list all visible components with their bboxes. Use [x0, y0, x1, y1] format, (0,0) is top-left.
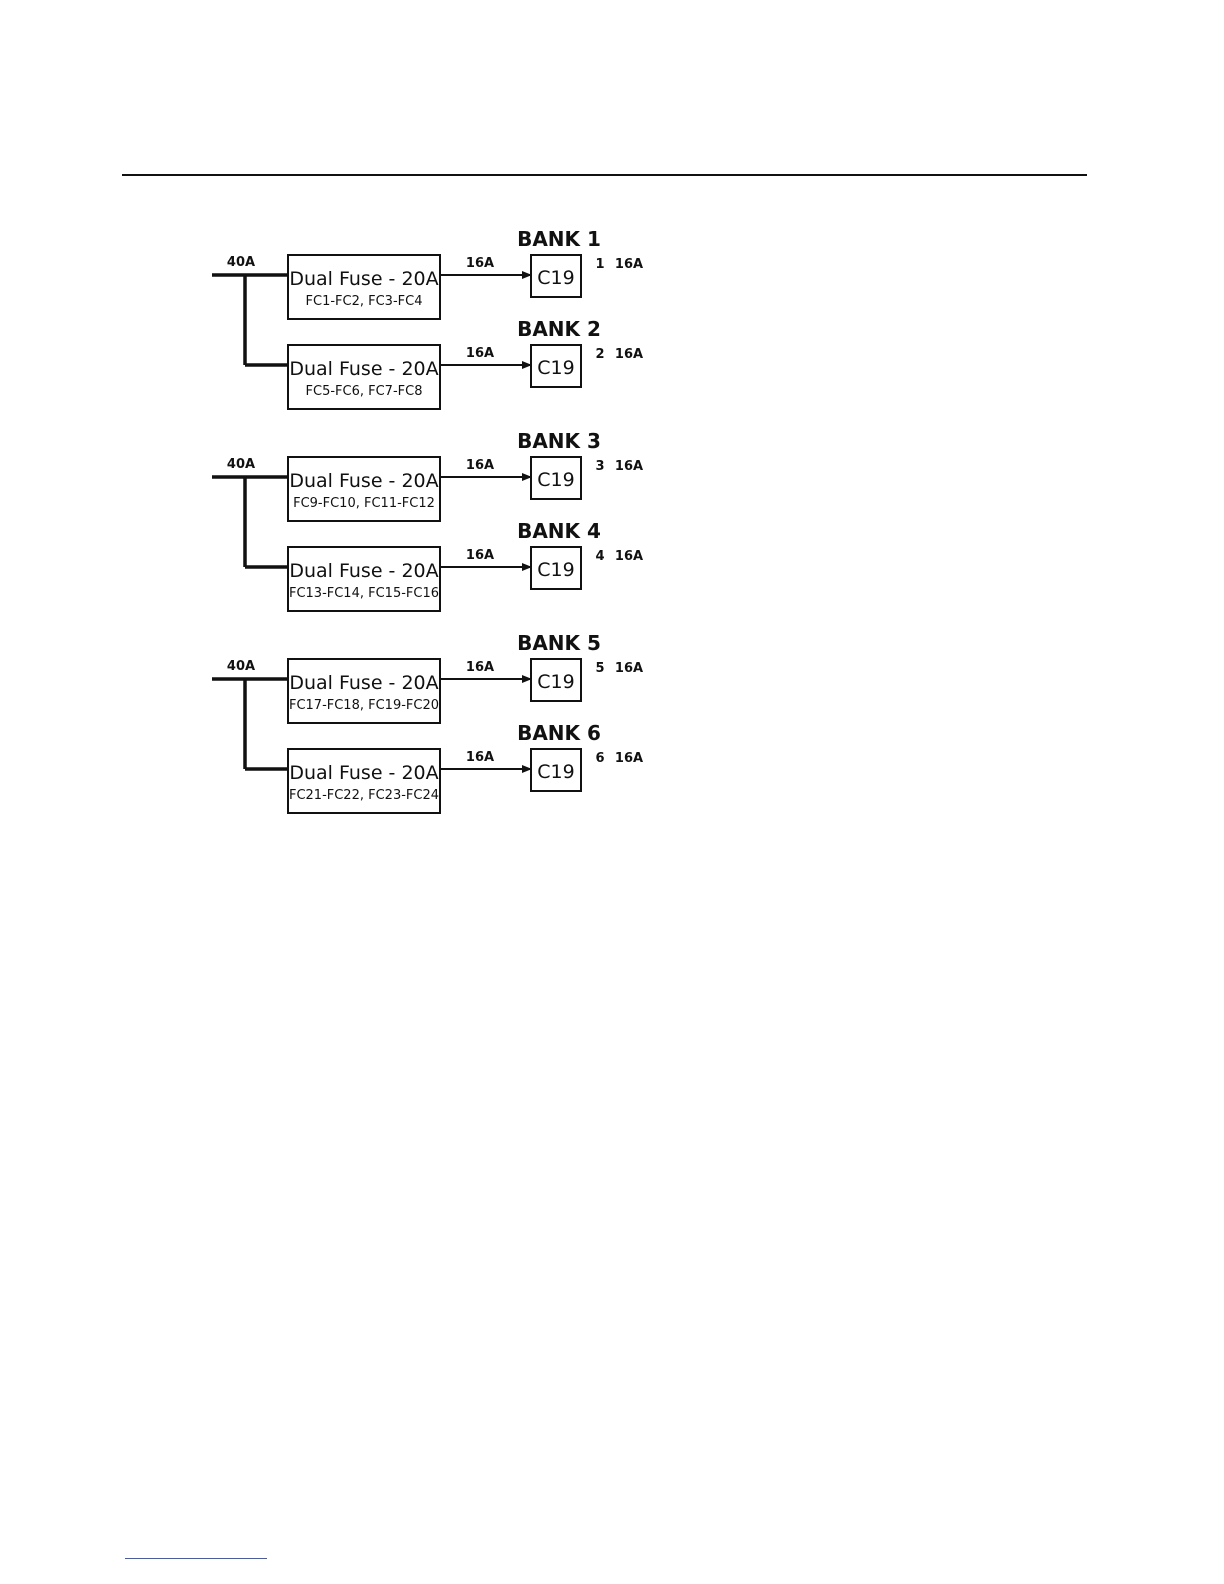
branch-rating-label: 16A [466, 548, 494, 563]
fuse-circuits: FC13-FC14, FC15-FC16 [289, 586, 439, 601]
fuse-title: Dual Fuse - 20A [289, 762, 438, 784]
fuse-circuits: FC1-FC2, FC3-FC4 [306, 294, 423, 309]
outlet-box [530, 254, 582, 298]
fuse-box [287, 344, 441, 410]
outlet-number: 5 [595, 661, 604, 676]
outlet-rating: 16A [615, 549, 643, 564]
outlet-type: C19 [537, 559, 574, 581]
branch-rating-label: 16A [466, 458, 494, 473]
outlet-box [530, 344, 582, 388]
branch-rating-label: 16A [466, 256, 494, 271]
top-rule [122, 174, 1087, 176]
outlet-type: C19 [537, 761, 574, 783]
input-rating-label: 40A [227, 457, 255, 472]
bank-label: BANK 5 [517, 631, 601, 655]
fuse-title: Dual Fuse - 20A [289, 470, 438, 492]
branch-rating-label: 16A [466, 346, 494, 361]
fuse-box [287, 456, 441, 522]
outlet-number: 1 [595, 257, 604, 272]
outlet-type: C19 [537, 357, 574, 379]
fuse-circuits: FC9-FC10, FC11-FC12 [293, 496, 435, 511]
bank-label: BANK 1 [517, 227, 601, 251]
fuse-title: Dual Fuse - 20A [289, 358, 438, 380]
outlet-box [530, 456, 582, 500]
input-rating-label: 40A [227, 255, 255, 270]
input-rating-label: 40A [227, 659, 255, 674]
outlet-type: C19 [537, 469, 574, 491]
fuse-circuits: FC17-FC18, FC19-FC20 [289, 698, 439, 713]
footer-link-rule [125, 1558, 267, 1559]
outlet-box [530, 546, 582, 590]
bank-label: BANK 3 [517, 429, 601, 453]
fuse-title: Dual Fuse - 20A [289, 672, 438, 694]
fuse-title: Dual Fuse - 20A [289, 560, 438, 582]
fuse-box [287, 658, 441, 724]
outlet-number: 4 [595, 549, 604, 564]
fuse-circuits: FC5-FC6, FC7-FC8 [306, 384, 423, 399]
bank-label: BANK 4 [517, 519, 601, 543]
bank-label: BANK 6 [517, 721, 601, 745]
outlet-number: 6 [595, 751, 604, 766]
outlet-type: C19 [537, 267, 574, 289]
bank-label: BANK 2 [517, 317, 601, 341]
fuse-circuits: FC21-FC22, FC23-FC24 [289, 788, 439, 803]
branch-rating-label: 16A [466, 660, 494, 675]
fuse-box [287, 748, 441, 814]
outlet-box [530, 748, 582, 792]
outlet-rating: 16A [615, 257, 643, 272]
outlet-rating: 16A [615, 347, 643, 362]
outlet-number: 2 [595, 347, 604, 362]
outlet-type: C19 [537, 671, 574, 693]
fuse-box [287, 254, 441, 320]
outlet-number: 3 [595, 459, 604, 474]
outlet-rating: 16A [615, 661, 643, 676]
outlet-rating: 16A [615, 751, 643, 766]
outlet-box [530, 658, 582, 702]
outlet-rating: 16A [615, 459, 643, 474]
branch-rating-label: 16A [466, 750, 494, 765]
fuse-title: Dual Fuse - 20A [289, 268, 438, 290]
fuse-box [287, 546, 441, 612]
